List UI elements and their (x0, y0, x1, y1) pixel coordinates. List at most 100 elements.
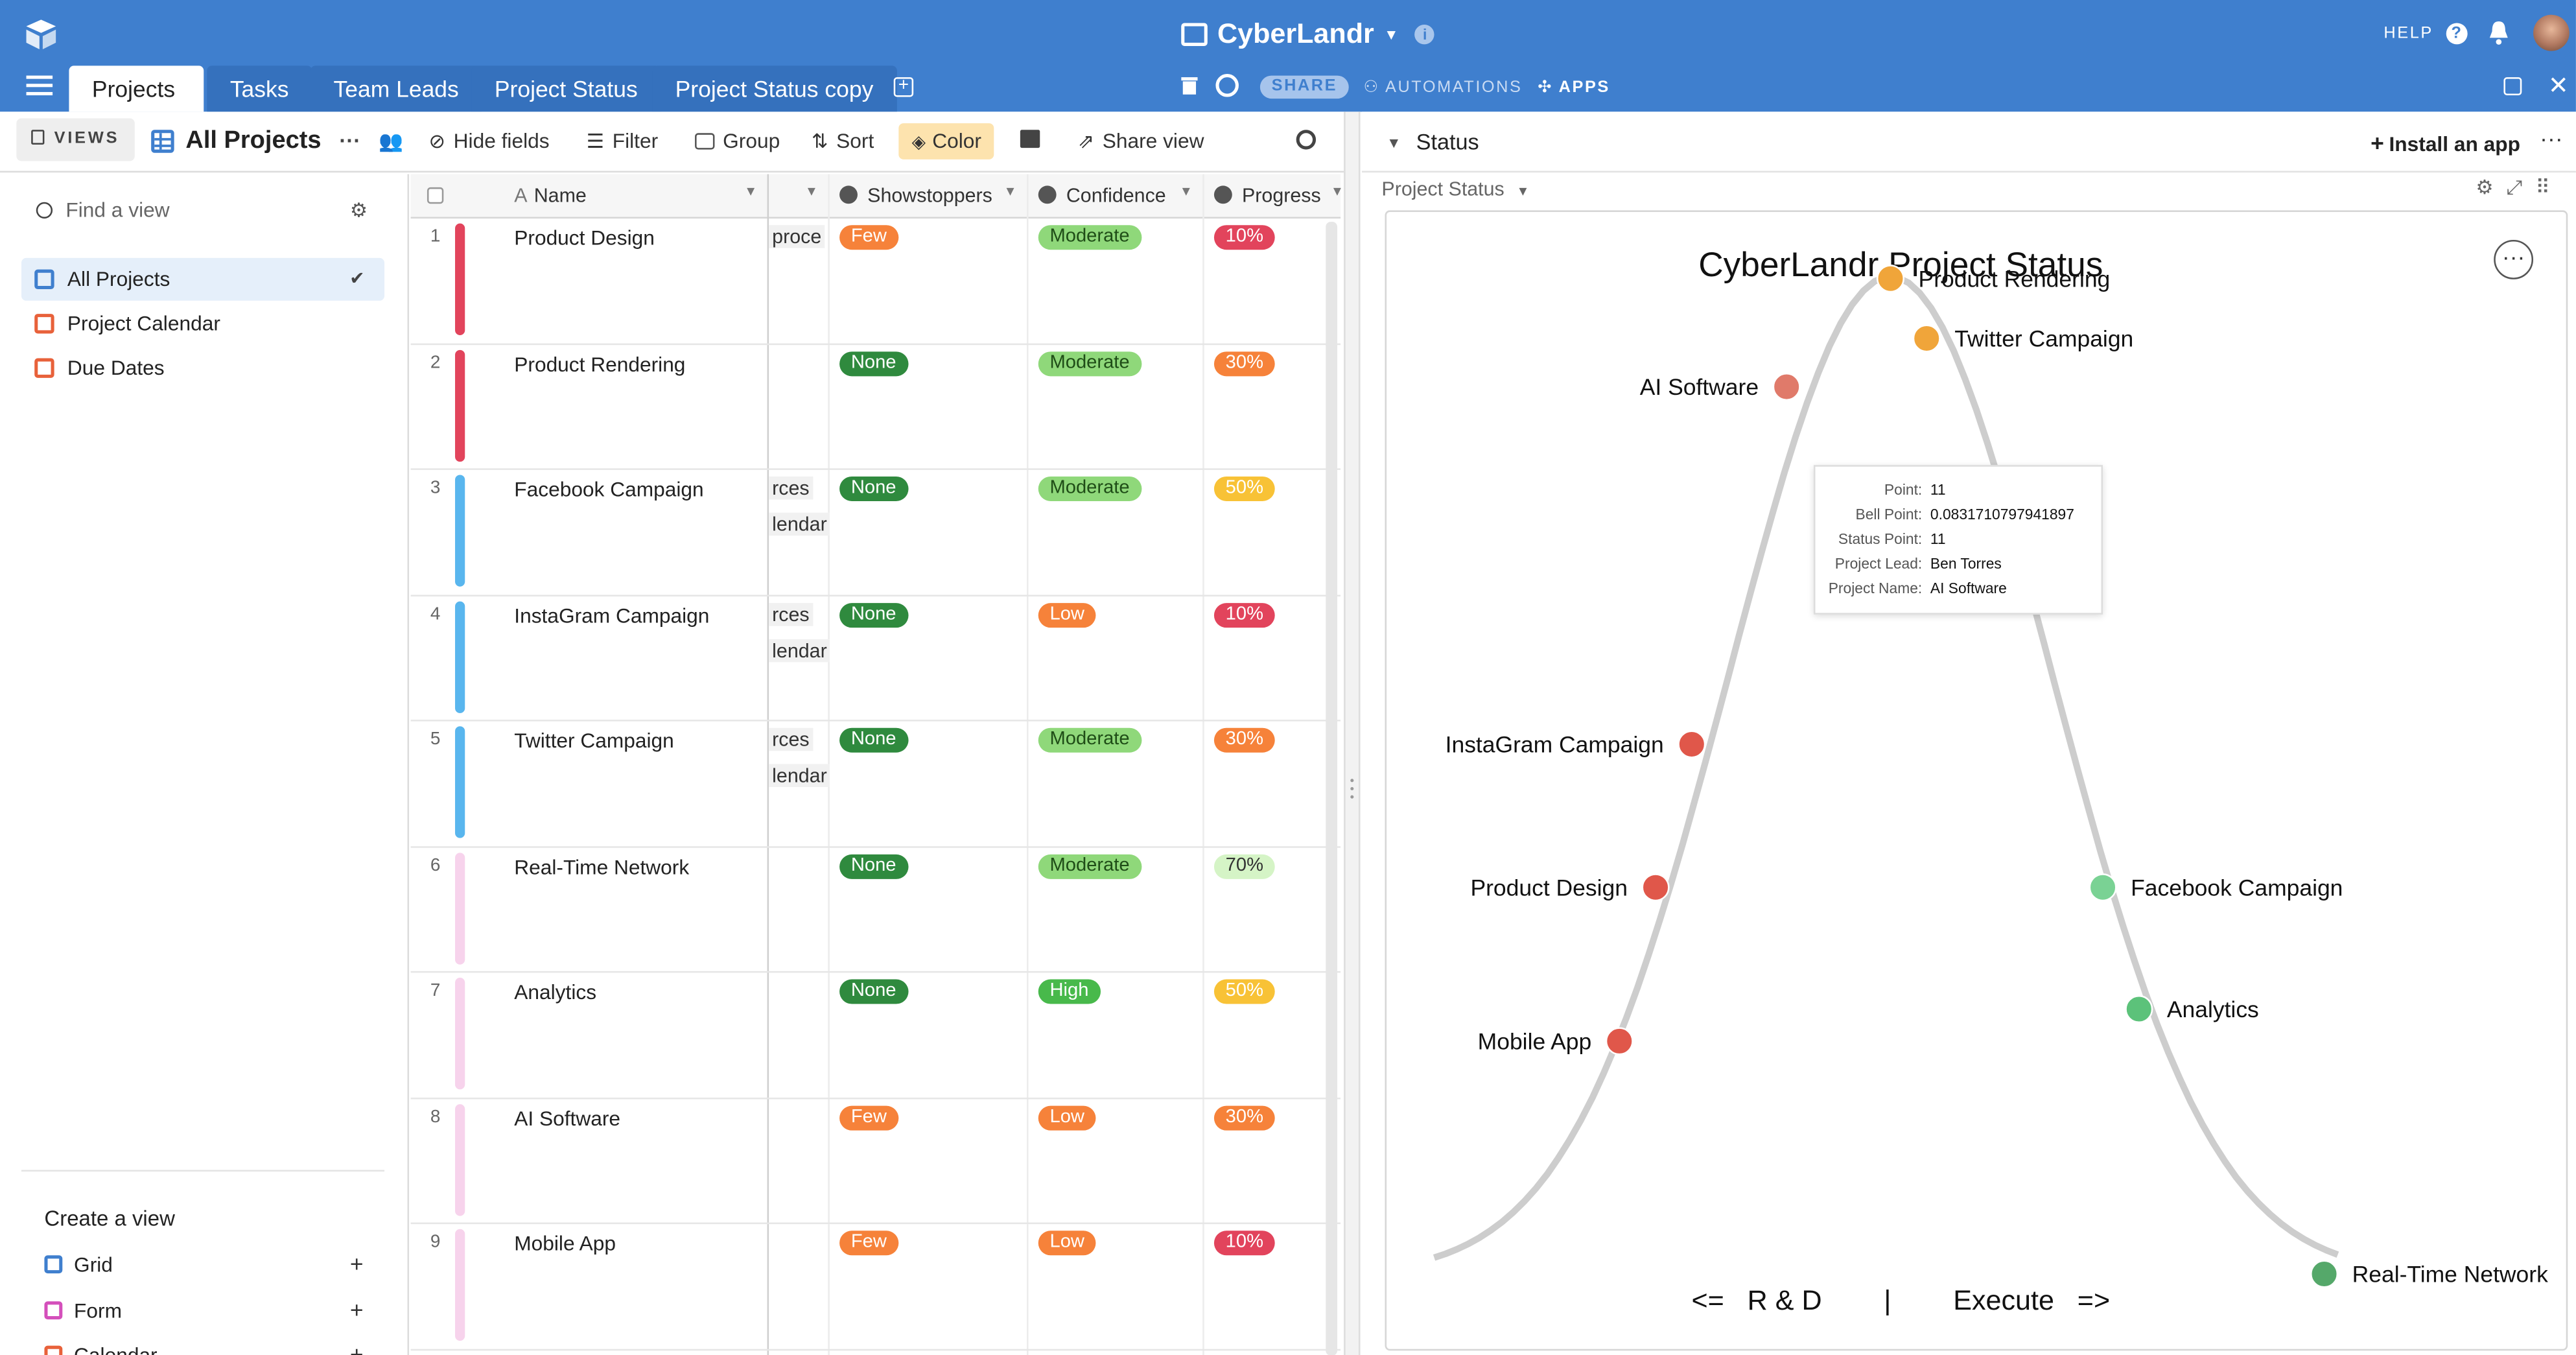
app-name-dropdown[interactable]: Project Status ▼ (1381, 178, 1529, 200)
collapse-triangle-icon[interactable]: ▼ (1387, 134, 1401, 152)
gear-icon[interactable]: ⚙ (2476, 176, 2507, 199)
current-view-name[interactable]: All Projects ··· 👥 (151, 126, 403, 154)
confidence-pill[interactable]: Moderate (1038, 225, 1142, 250)
progress-pill[interactable]: 70% (1213, 853, 1275, 878)
chevron-down-icon[interactable]: ▼ (1330, 183, 1344, 199)
sidebar-view-project-calendar[interactable]: Project Calendar (21, 302, 384, 345)
grid-scrollbar[interactable] (1326, 222, 1338, 1355)
sort-button[interactable]: ⇅Sort (812, 130, 874, 152)
sidebar-view-due-dates[interactable]: Due Dates (21, 347, 384, 390)
progress-pill[interactable]: 50% (1213, 476, 1275, 501)
column-header-progress[interactable]: Progress (1213, 184, 1321, 207)
chevron-down-icon[interactable]: ▼ (804, 183, 818, 199)
filter-button[interactable]: ☰Filter (587, 130, 658, 152)
group-button[interactable]: Group (695, 130, 780, 153)
views-toggle-button[interactable]: VIEWS (16, 118, 135, 161)
progress-pill[interactable]: 30% (1213, 1105, 1275, 1130)
chart-more-options-icon[interactable]: ··· (2494, 240, 2534, 279)
info-icon[interactable]: i (1414, 25, 1435, 45)
showstoppers-pill[interactable]: None (839, 853, 908, 878)
select-all-checkbox[interactable] (427, 187, 444, 204)
record-name[interactable]: Facebook Campaign (514, 478, 704, 501)
confidence-pill[interactable]: High (1038, 979, 1101, 1004)
column-header-confidence[interactable]: Confidence (1038, 184, 1166, 207)
user-avatar[interactable] (2533, 14, 2570, 51)
row-height-button[interactable] (1020, 130, 1040, 148)
confidence-pill[interactable]: Low (1038, 1105, 1096, 1130)
add-table-button[interactable]: + (893, 77, 914, 97)
record-name[interactable]: Product Design (514, 226, 655, 250)
panel-resize-handle[interactable] (1344, 112, 1361, 1355)
record-name[interactable]: Analytics (514, 981, 597, 1004)
progress-pill[interactable]: 10% (1213, 1231, 1275, 1256)
showstoppers-pill[interactable]: None (839, 727, 908, 753)
hamburger-menu-icon[interactable] (26, 75, 53, 99)
progress-pill[interactable]: 10% (1213, 602, 1275, 627)
frozen-column-divider[interactable] (767, 174, 769, 1355)
tab-project-status-copy[interactable]: Project Status copy (652, 65, 896, 112)
history-icon[interactable] (1215, 74, 1239, 97)
showstoppers-pill[interactable]: Few (839, 225, 898, 250)
tab-tasks[interactable]: Tasks (207, 65, 312, 112)
column-header-showstoppers[interactable]: Showstoppers (839, 184, 992, 207)
install-app-button[interactable]: +Install an app (2371, 130, 2520, 156)
record-name[interactable]: Product Rendering (514, 352, 686, 376)
airtable-logo-icon[interactable] (23, 16, 59, 53)
find-view-field[interactable]: Find a view (36, 199, 170, 222)
sidebar-view-all-projects[interactable]: All Projects ✔ (21, 257, 385, 301)
share-view-button[interactable]: ⇗Share view (1078, 130, 1204, 152)
create-form-view[interactable]: Form (44, 1300, 122, 1323)
showstoppers-pill[interactable]: None (839, 351, 908, 376)
showstoppers-pill[interactable]: None (839, 979, 908, 1004)
apps-button[interactable]: ✣ APPS (1538, 79, 1610, 97)
color-button[interactable]: ◈Color (898, 123, 995, 159)
confidence-pill[interactable]: Moderate (1038, 727, 1142, 753)
confidence-pill[interactable]: Moderate (1038, 351, 1142, 376)
add-form-view-icon[interactable]: + (349, 1296, 364, 1323)
base-title[interactable]: CyberLandr ▼ i (1181, 16, 1435, 53)
automations-button[interactable]: ⚇ AUTOMATIONS (1364, 79, 1523, 97)
more-options-icon[interactable]: ··· (2540, 124, 2563, 152)
hide-fields-button[interactable]: ⊘Hide fields (428, 130, 549, 152)
progress-pill[interactable]: 30% (1213, 727, 1275, 753)
create-grid-view[interactable]: Grid (44, 1254, 113, 1277)
tab-team-leads[interactable]: Team Leads (310, 65, 482, 112)
expand-icon[interactable] (2503, 77, 2522, 95)
record-name[interactable]: InstaGram Campaign (514, 604, 710, 627)
bell-icon[interactable] (2487, 19, 2510, 46)
progress-pill[interactable]: 30% (1213, 351, 1275, 376)
share-button[interactable]: SHARE (1259, 75, 1349, 99)
chevron-down-icon[interactable]: ▼ (1179, 183, 1193, 199)
help-button[interactable]: HELP ? (2383, 23, 2468, 45)
chevron-down-icon[interactable]: ▼ (744, 183, 758, 199)
search-icon[interactable] (1296, 130, 1317, 150)
record-name[interactable]: Mobile App (514, 1232, 616, 1256)
tab-project-status[interactable]: Project Status (471, 65, 661, 112)
confidence-pill[interactable]: Low (1038, 1231, 1096, 1256)
showstoppers-pill[interactable]: None (839, 476, 908, 501)
close-icon[interactable]: ✕ (2547, 72, 2569, 100)
confidence-pill[interactable]: Moderate (1038, 853, 1142, 878)
progress-pill[interactable]: 10% (1213, 225, 1275, 250)
showstoppers-pill[interactable]: Few (839, 1105, 898, 1130)
expand-icon[interactable]: ⤢ (2506, 176, 2536, 199)
collaborators-icon[interactable]: 👥 (379, 128, 404, 152)
showstoppers-pill[interactable]: Few (839, 1231, 898, 1256)
record-name[interactable]: AI Software (514, 1106, 621, 1130)
create-calendar-view[interactable]: Calendar (44, 1344, 158, 1355)
record-name[interactable]: Twitter Campaign (514, 729, 674, 753)
dashboard-title[interactable]: Status (1416, 130, 1479, 155)
add-calendar-view-icon[interactable]: + (349, 1341, 364, 1355)
progress-pill[interactable]: 50% (1213, 979, 1275, 1004)
gear-icon[interactable]: ⚙ (349, 198, 368, 222)
drag-handle-icon[interactable]: ⠿ (2535, 176, 2564, 199)
showstoppers-pill[interactable]: None (839, 602, 908, 627)
confidence-pill[interactable]: Low (1038, 602, 1096, 627)
record-name[interactable]: Real-Time Network (514, 855, 690, 878)
chevron-down-icon[interactable]: ▼ (1003, 183, 1017, 199)
more-options-icon[interactable]: ··· (339, 128, 361, 153)
tab-projects[interactable]: Projects ▼ (69, 65, 204, 147)
confidence-pill[interactable]: Moderate (1038, 476, 1142, 501)
add-grid-view-icon[interactable]: + (349, 1250, 364, 1277)
